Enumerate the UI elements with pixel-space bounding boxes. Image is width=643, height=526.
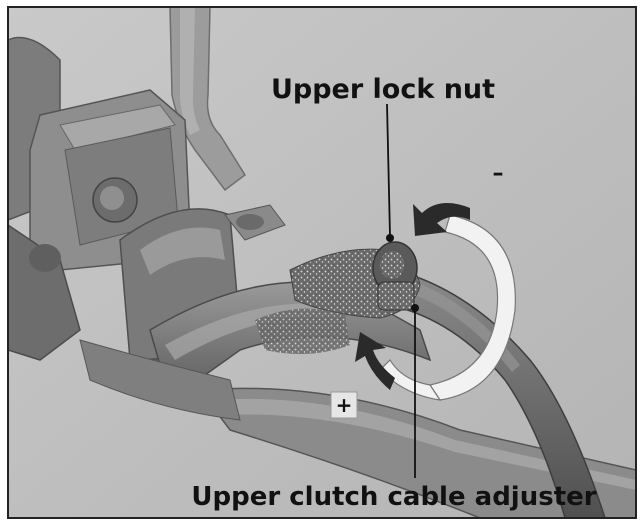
lock-nut-leader-dot: [386, 234, 394, 242]
upper-clutch-cable-adjuster-label: Upper clutch cable adjuster: [191, 482, 596, 512]
minus-sign: –: [493, 161, 504, 186]
plus-sign: +: [336, 393, 353, 417]
adjuster-leader-dot: [411, 304, 419, 312]
upper-lock-nut-label: Upper lock nut: [271, 74, 495, 105]
